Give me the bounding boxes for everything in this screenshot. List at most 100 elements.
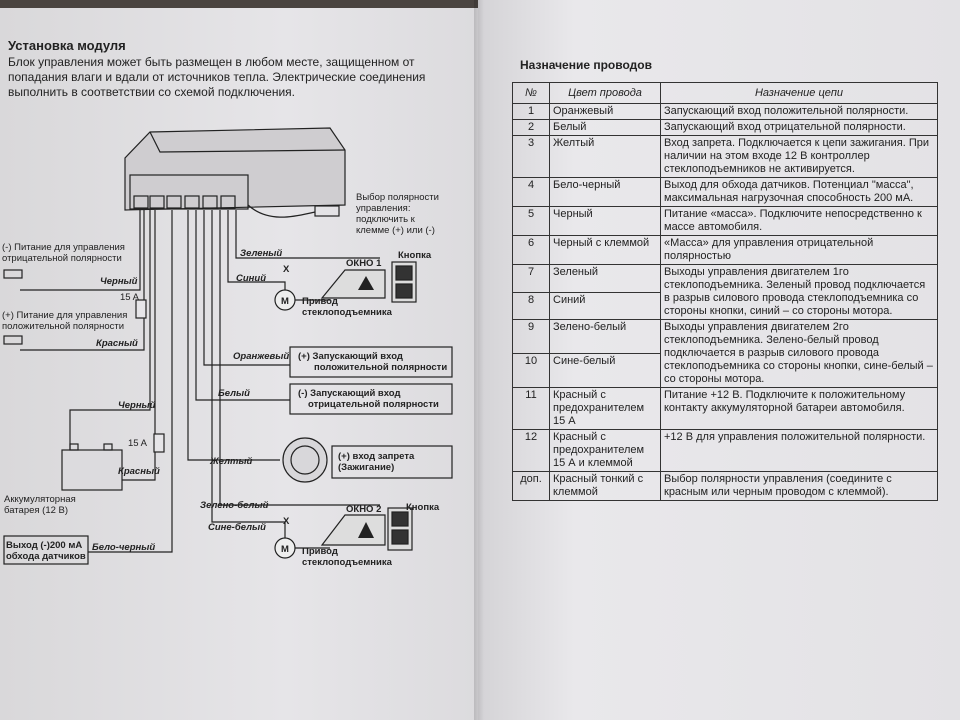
svg-text:Оранжевый: Оранжевый <box>233 351 289 362</box>
table-row: 8 Синий <box>512 291 938 320</box>
row-num: 7 <box>512 264 550 293</box>
table-header-row: № Цвет провода Назначение цепи <box>512 82 938 104</box>
section-title-wire-assignment: Назначение проводов <box>520 58 652 72</box>
polarity-note-line1: Выбор полярности <box>356 192 439 203</box>
svg-text:Сине-белый: Сине-белый <box>208 522 266 533</box>
svg-text:Выход (-)200 мА: Выход (-)200 мА <box>6 540 82 551</box>
row-color: Черный <box>549 206 661 236</box>
wire-white-label: Белый <box>218 388 250 399</box>
header-color: Цвет провода <box>549 82 661 104</box>
svg-text:отрицательной полярности: отрицательной полярности <box>308 399 439 410</box>
table-row: 7 Зеленый Выходы управления двигателем 1… <box>512 264 938 320</box>
motor1-line2: стеклоподъемника <box>302 307 393 318</box>
svg-text:Кнопка: Кнопка <box>406 502 440 513</box>
row-num: 10 <box>512 353 550 388</box>
wire-red-label: Красный <box>96 338 138 349</box>
connector-block <box>129 174 249 210</box>
polarity-note-line3: подключить к <box>356 214 416 225</box>
svg-text:(Зажигание): (Зажигание) <box>338 462 394 473</box>
wire-red2-label: Красный <box>118 466 160 477</box>
control-module <box>124 127 346 211</box>
wire-green-white-label: Зелено-белый <box>200 500 269 511</box>
white-box-line2: отрицательной полярности <box>308 399 439 410</box>
svg-text:Черный: Черный <box>100 276 138 287</box>
svg-text:Белый: Белый <box>218 388 250 399</box>
wire-orange-label: Оранжевый <box>233 351 289 362</box>
polarity-note-line4: клемме (+) или (-) <box>356 225 435 236</box>
white-trigger-box <box>289 383 453 415</box>
row-color: Синий <box>549 291 661 320</box>
row-num: 11 <box>512 387 550 430</box>
svg-text:(-) Питание для управления: (-) Питание для управления <box>2 242 125 253</box>
battery-line2: батарея (12 В) <box>4 505 68 516</box>
orange-trigger-box <box>289 346 453 378</box>
window1-label: ОКНО 1 <box>346 258 382 269</box>
wire-black-label: Черный <box>100 276 138 287</box>
row-color: Сине-белый <box>549 353 661 388</box>
wire-white-black-label: Бело-черный <box>92 542 155 553</box>
row-function: «Масса» для управления отрицательной пол… <box>660 235 938 265</box>
motor1-letter: M <box>281 296 289 307</box>
svg-text:отрицательной полярности: отрицательной полярности <box>2 253 122 264</box>
row-color: Желтый <box>549 135 661 178</box>
row-color: Зелено-белый <box>549 319 661 354</box>
left-page <box>0 8 478 720</box>
row-color: Черный с клеммой <box>549 235 661 265</box>
fuse-2 <box>153 433 165 453</box>
section-title-module-install: Установка модуля <box>8 38 126 53</box>
row-color: Зеленый <box>549 264 661 293</box>
svg-text:Красный: Красный <box>118 466 160 477</box>
wiring-diagram: Выбор полярности управления: подключить … <box>2 127 453 568</box>
svg-text:Бело-черный: Бело-черный <box>92 542 155 553</box>
row-function: Вход запрета. Подключается к цепи зажига… <box>660 135 938 178</box>
svg-text:X: X <box>283 264 290 275</box>
wire-table: № Цвет провода Назначение цепи 1 Оранжев… <box>512 82 938 501</box>
row-color: Оранжевый <box>549 103 661 120</box>
svg-text:стеклоподъемника: стеклоподъемника <box>302 557 393 568</box>
svg-text:M: M <box>281 296 289 307</box>
table-row: 4 Бело-черный Выход для обхода датчиков.… <box>512 177 938 207</box>
x-mark-1: X <box>283 264 290 275</box>
svg-text:Черный: Черный <box>118 400 156 411</box>
sensor-bypass-line1: Выход (-)200 мА <box>6 540 82 551</box>
battery-line1: Аккумуляторная <box>4 494 76 505</box>
row-num: доп. <box>512 471 550 501</box>
svg-text:(+) Запускающий вход: (+) Запускающий вход <box>298 351 403 362</box>
svg-text:Красный: Красный <box>96 338 138 349</box>
table-row: 12 Красный с предохранителем 15 А и клем… <box>512 429 938 472</box>
orange-box-line2: положительной полярности <box>314 362 447 373</box>
svg-text:X: X <box>283 516 290 527</box>
install-paragraph: Блок управления может быть размещен в лю… <box>8 55 426 99</box>
svg-text:Привод: Привод <box>302 546 338 557</box>
svg-text:Выбор полярности: Выбор полярности <box>356 192 439 203</box>
motor2-line1: Привод <box>302 546 338 557</box>
neg-supply-line1: (-) Питание для управления <box>2 242 125 253</box>
svg-text:стеклоподъемника: стеклоподъемника <box>302 307 393 318</box>
wire-green-label: Зеленый <box>240 248 282 259</box>
svg-text:Синий: Синий <box>236 273 266 284</box>
row-function: +12 В для управления положительной поляр… <box>660 429 938 472</box>
table-row: 1 Оранжевый Запускающий вход положительн… <box>512 103 938 120</box>
row-color: Красный тонкий с клеммой <box>549 471 661 501</box>
header-function: Назначение цепи <box>660 82 938 104</box>
row-num: 2 <box>512 119 550 136</box>
book-gutter <box>474 0 484 720</box>
row-function: Питание «масса». Подключите непосредстве… <box>660 206 938 236</box>
motor1-line1: Привод <box>302 296 338 307</box>
neg-supply-line2: отрицательной полярности <box>2 253 122 264</box>
row-color: Красный с предохранителем 15 А <box>549 387 661 430</box>
svg-text:Желтый: Желтый <box>209 456 253 467</box>
row-function: Выходы управления двигателем 1го стеклоп… <box>660 264 938 320</box>
row-num: 3 <box>512 135 550 178</box>
svg-text:подключить к: подключить к <box>356 214 416 225</box>
table-row: 11 Красный с предохранителем 15 А Питани… <box>512 387 938 430</box>
row-color: Красный с предохранителем 15 А и клеммой <box>549 429 661 472</box>
ignition-inhibit-box <box>331 445 453 479</box>
pos-supply-line2: положительной полярности <box>2 321 124 332</box>
yellow-box-line2: (Зажигание) <box>338 462 394 473</box>
svg-text:Кнопка: Кнопка <box>398 250 432 261</box>
header-num: № <box>512 82 550 104</box>
row-color: Бело-черный <box>549 177 661 207</box>
orange-box-line1: (+) Запускающий вход <box>298 351 403 362</box>
row-num: 12 <box>512 429 550 472</box>
